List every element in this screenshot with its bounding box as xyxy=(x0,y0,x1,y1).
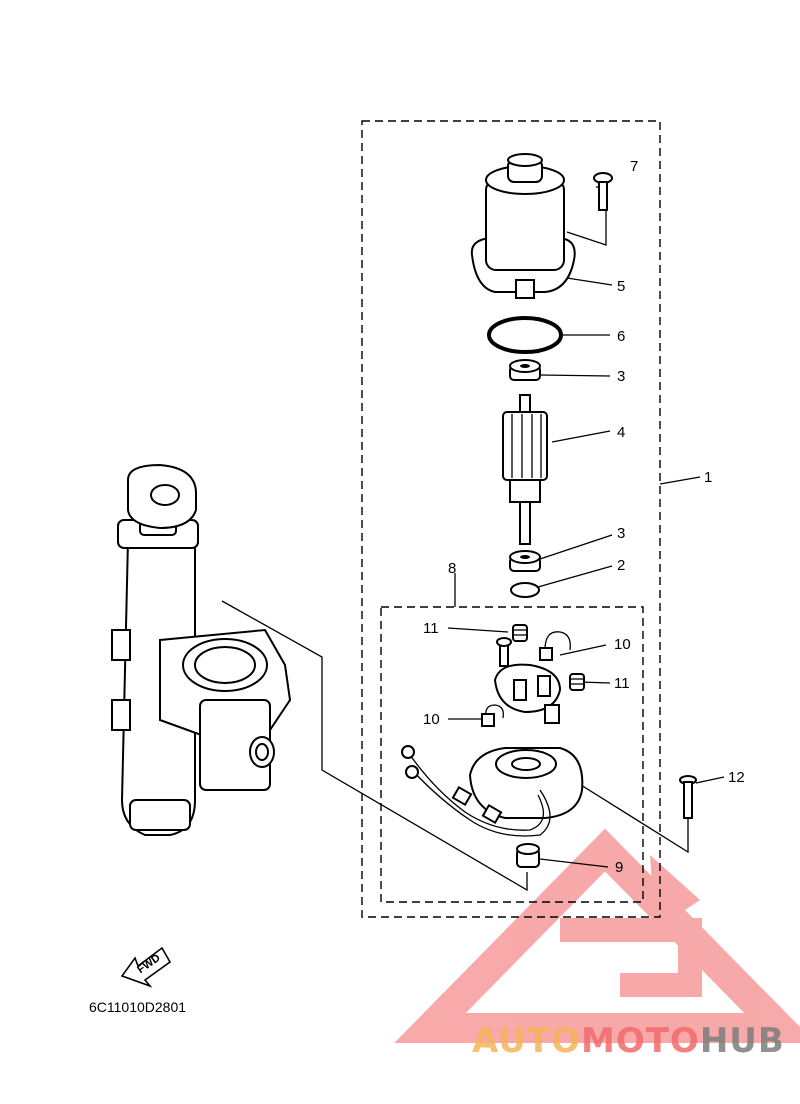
callout-11-left: 11 xyxy=(423,620,439,637)
callout-10-left: 10 xyxy=(423,711,440,728)
assembly-8-outline xyxy=(380,606,644,903)
callout-4: 4 xyxy=(617,424,625,441)
part-7-screw xyxy=(593,172,613,211)
part-11-springs xyxy=(496,624,585,691)
callout-labels: 1 2 3 3 4 5 6 7 8 9 10 10 11 11 12 xyxy=(423,158,745,876)
callout-7: 7 xyxy=(630,158,638,175)
assembly-1-outline xyxy=(361,120,661,918)
tilt-cylinder xyxy=(111,463,292,836)
lower-housing xyxy=(401,745,584,837)
watermark-text: AUTOMOTOHUB xyxy=(472,1021,785,1061)
part-4-armature xyxy=(502,394,548,545)
part-10-brushes xyxy=(481,631,571,727)
callout-6: 6 xyxy=(617,328,625,345)
svg-text:AUTOMOTOHUB: AUTOMOTOHUB xyxy=(472,1021,785,1061)
part-6-o-ring xyxy=(487,316,563,354)
part-9-grommet xyxy=(516,843,540,868)
part-3-bearing-bottom xyxy=(509,550,541,572)
callout-5: 5 xyxy=(617,278,625,295)
watermark-moto: MOTO xyxy=(581,1021,700,1061)
callout-2: 2 xyxy=(617,557,625,574)
callout-9: 9 xyxy=(615,859,623,876)
watermark-auto: AUTO xyxy=(472,1021,581,1061)
drawing-code: 6C11010D2801 xyxy=(89,999,186,1015)
callout-8: 8 xyxy=(448,560,456,577)
part-5-motor-yoke xyxy=(470,153,576,299)
fwd-arrow-icon: FWD xyxy=(120,946,172,988)
watermark-logo xyxy=(394,828,800,1043)
callout-12: 12 xyxy=(728,769,745,786)
callout-11-right: 11 xyxy=(614,675,630,692)
part-2-washer xyxy=(510,582,540,598)
watermark-hub: HUB xyxy=(700,1021,785,1061)
callout-3-top: 3 xyxy=(617,368,625,385)
callout-10-right: 10 xyxy=(614,636,631,653)
callout-3-bottom: 3 xyxy=(617,525,625,542)
callout-1: 1 xyxy=(704,469,712,486)
brush-holder xyxy=(493,663,562,724)
leader-lines xyxy=(221,186,725,892)
part-12-bolt xyxy=(679,775,697,819)
part-3-bearing-top xyxy=(509,359,541,381)
